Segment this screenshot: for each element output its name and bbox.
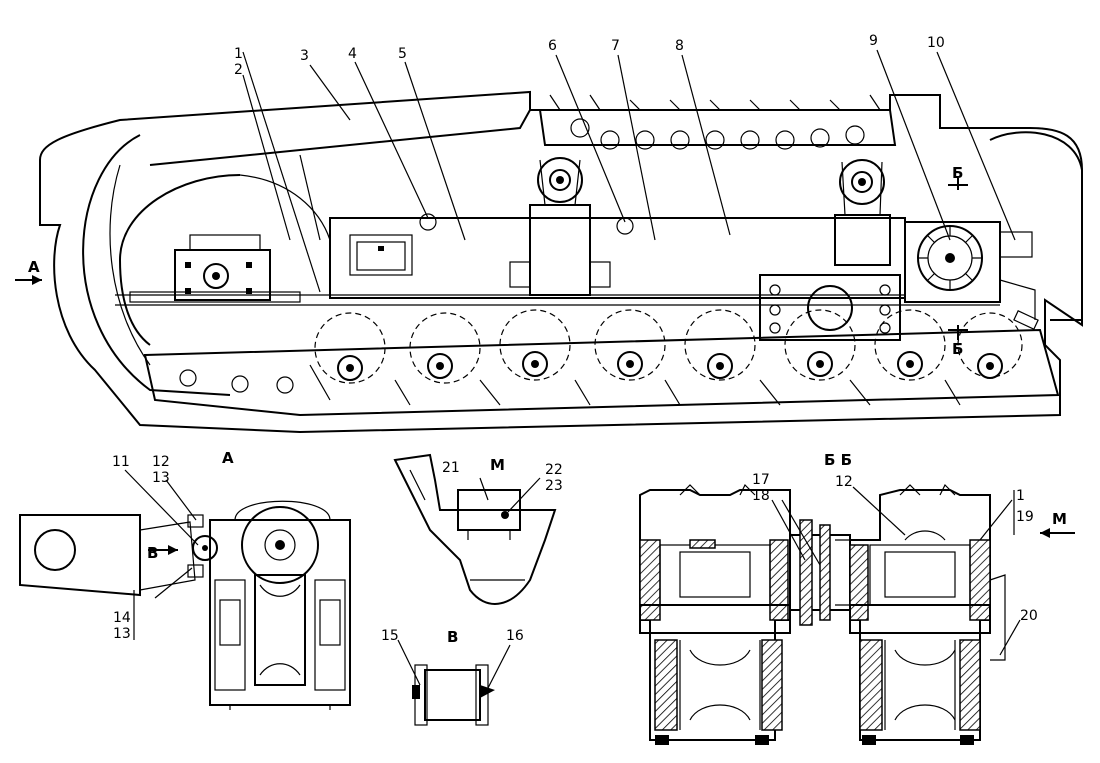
callout-7: 7 xyxy=(611,38,620,54)
callout-13-b: 13 xyxy=(113,626,131,642)
top-guard-plate xyxy=(149,109,531,166)
view-a-front xyxy=(19,469,351,710)
callout-18: 18 xyxy=(752,488,770,504)
callout-8: 8 xyxy=(675,38,684,54)
track-roller-row xyxy=(143,309,1060,417)
callout-21: 21 xyxy=(442,460,460,476)
main-side-view xyxy=(15,49,1083,434)
callout-1-bb: 1 xyxy=(1016,488,1025,504)
callout-2: 2 xyxy=(234,62,243,78)
callout-17: 17 xyxy=(752,472,770,488)
view-a-title: А xyxy=(222,449,234,467)
callout-4: 4 xyxy=(348,46,357,62)
callout-10: 10 xyxy=(927,35,945,51)
section-marker-b-bottom: Б xyxy=(952,340,963,358)
callout-5: 5 xyxy=(398,46,407,62)
tension-block xyxy=(129,234,301,303)
view-m-detail xyxy=(393,453,557,605)
view-marker-a: А xyxy=(28,258,40,276)
callout-19: 19 xyxy=(1016,509,1034,525)
view-v-detail xyxy=(397,639,511,726)
callout-22: 22 xyxy=(545,462,563,478)
view-marker-m: М xyxy=(1052,510,1067,528)
callout-12-a: 12 xyxy=(152,454,170,470)
view-v-title: В xyxy=(447,628,458,646)
front-guard-arc xyxy=(82,134,231,396)
drive-sprocket xyxy=(904,221,1036,320)
final-drive-flange xyxy=(759,274,901,341)
callout-11: 11 xyxy=(112,454,130,470)
end-bracket xyxy=(19,514,141,597)
callout-16: 16 xyxy=(506,628,524,644)
view-marker-v: В xyxy=(147,544,158,562)
callout-1: 1 xyxy=(234,46,243,62)
callout-23: 23 xyxy=(545,478,563,494)
carrier-roller-support-left xyxy=(509,157,611,296)
callout-3: 3 xyxy=(300,48,309,64)
labels: 1 2 3 4 5 6 7 8 9 10 А Б Б А 11 12 13 14… xyxy=(28,33,1067,646)
callout-12-bb: 12 xyxy=(835,474,853,490)
callout-14: 14 xyxy=(113,610,131,626)
drive-housing xyxy=(989,131,1083,321)
idler-wheel-outline xyxy=(118,174,241,346)
callout-20: 20 xyxy=(1020,608,1038,624)
callout-9: 9 xyxy=(869,33,878,49)
section-bb xyxy=(639,483,1075,745)
section-marker-b-top: Б xyxy=(952,164,963,182)
main-view-leaders xyxy=(242,49,1016,293)
callout-6: 6 xyxy=(548,38,557,54)
track-outer-contour xyxy=(39,90,1083,434)
view-m-title: М xyxy=(490,456,505,474)
carrier-roller-support-right xyxy=(834,159,891,266)
callout-15: 15 xyxy=(381,628,399,644)
upper-track-chain xyxy=(538,94,897,150)
callout-13-a: 13 xyxy=(152,470,170,486)
section-bb-title: Б Б xyxy=(824,451,852,469)
